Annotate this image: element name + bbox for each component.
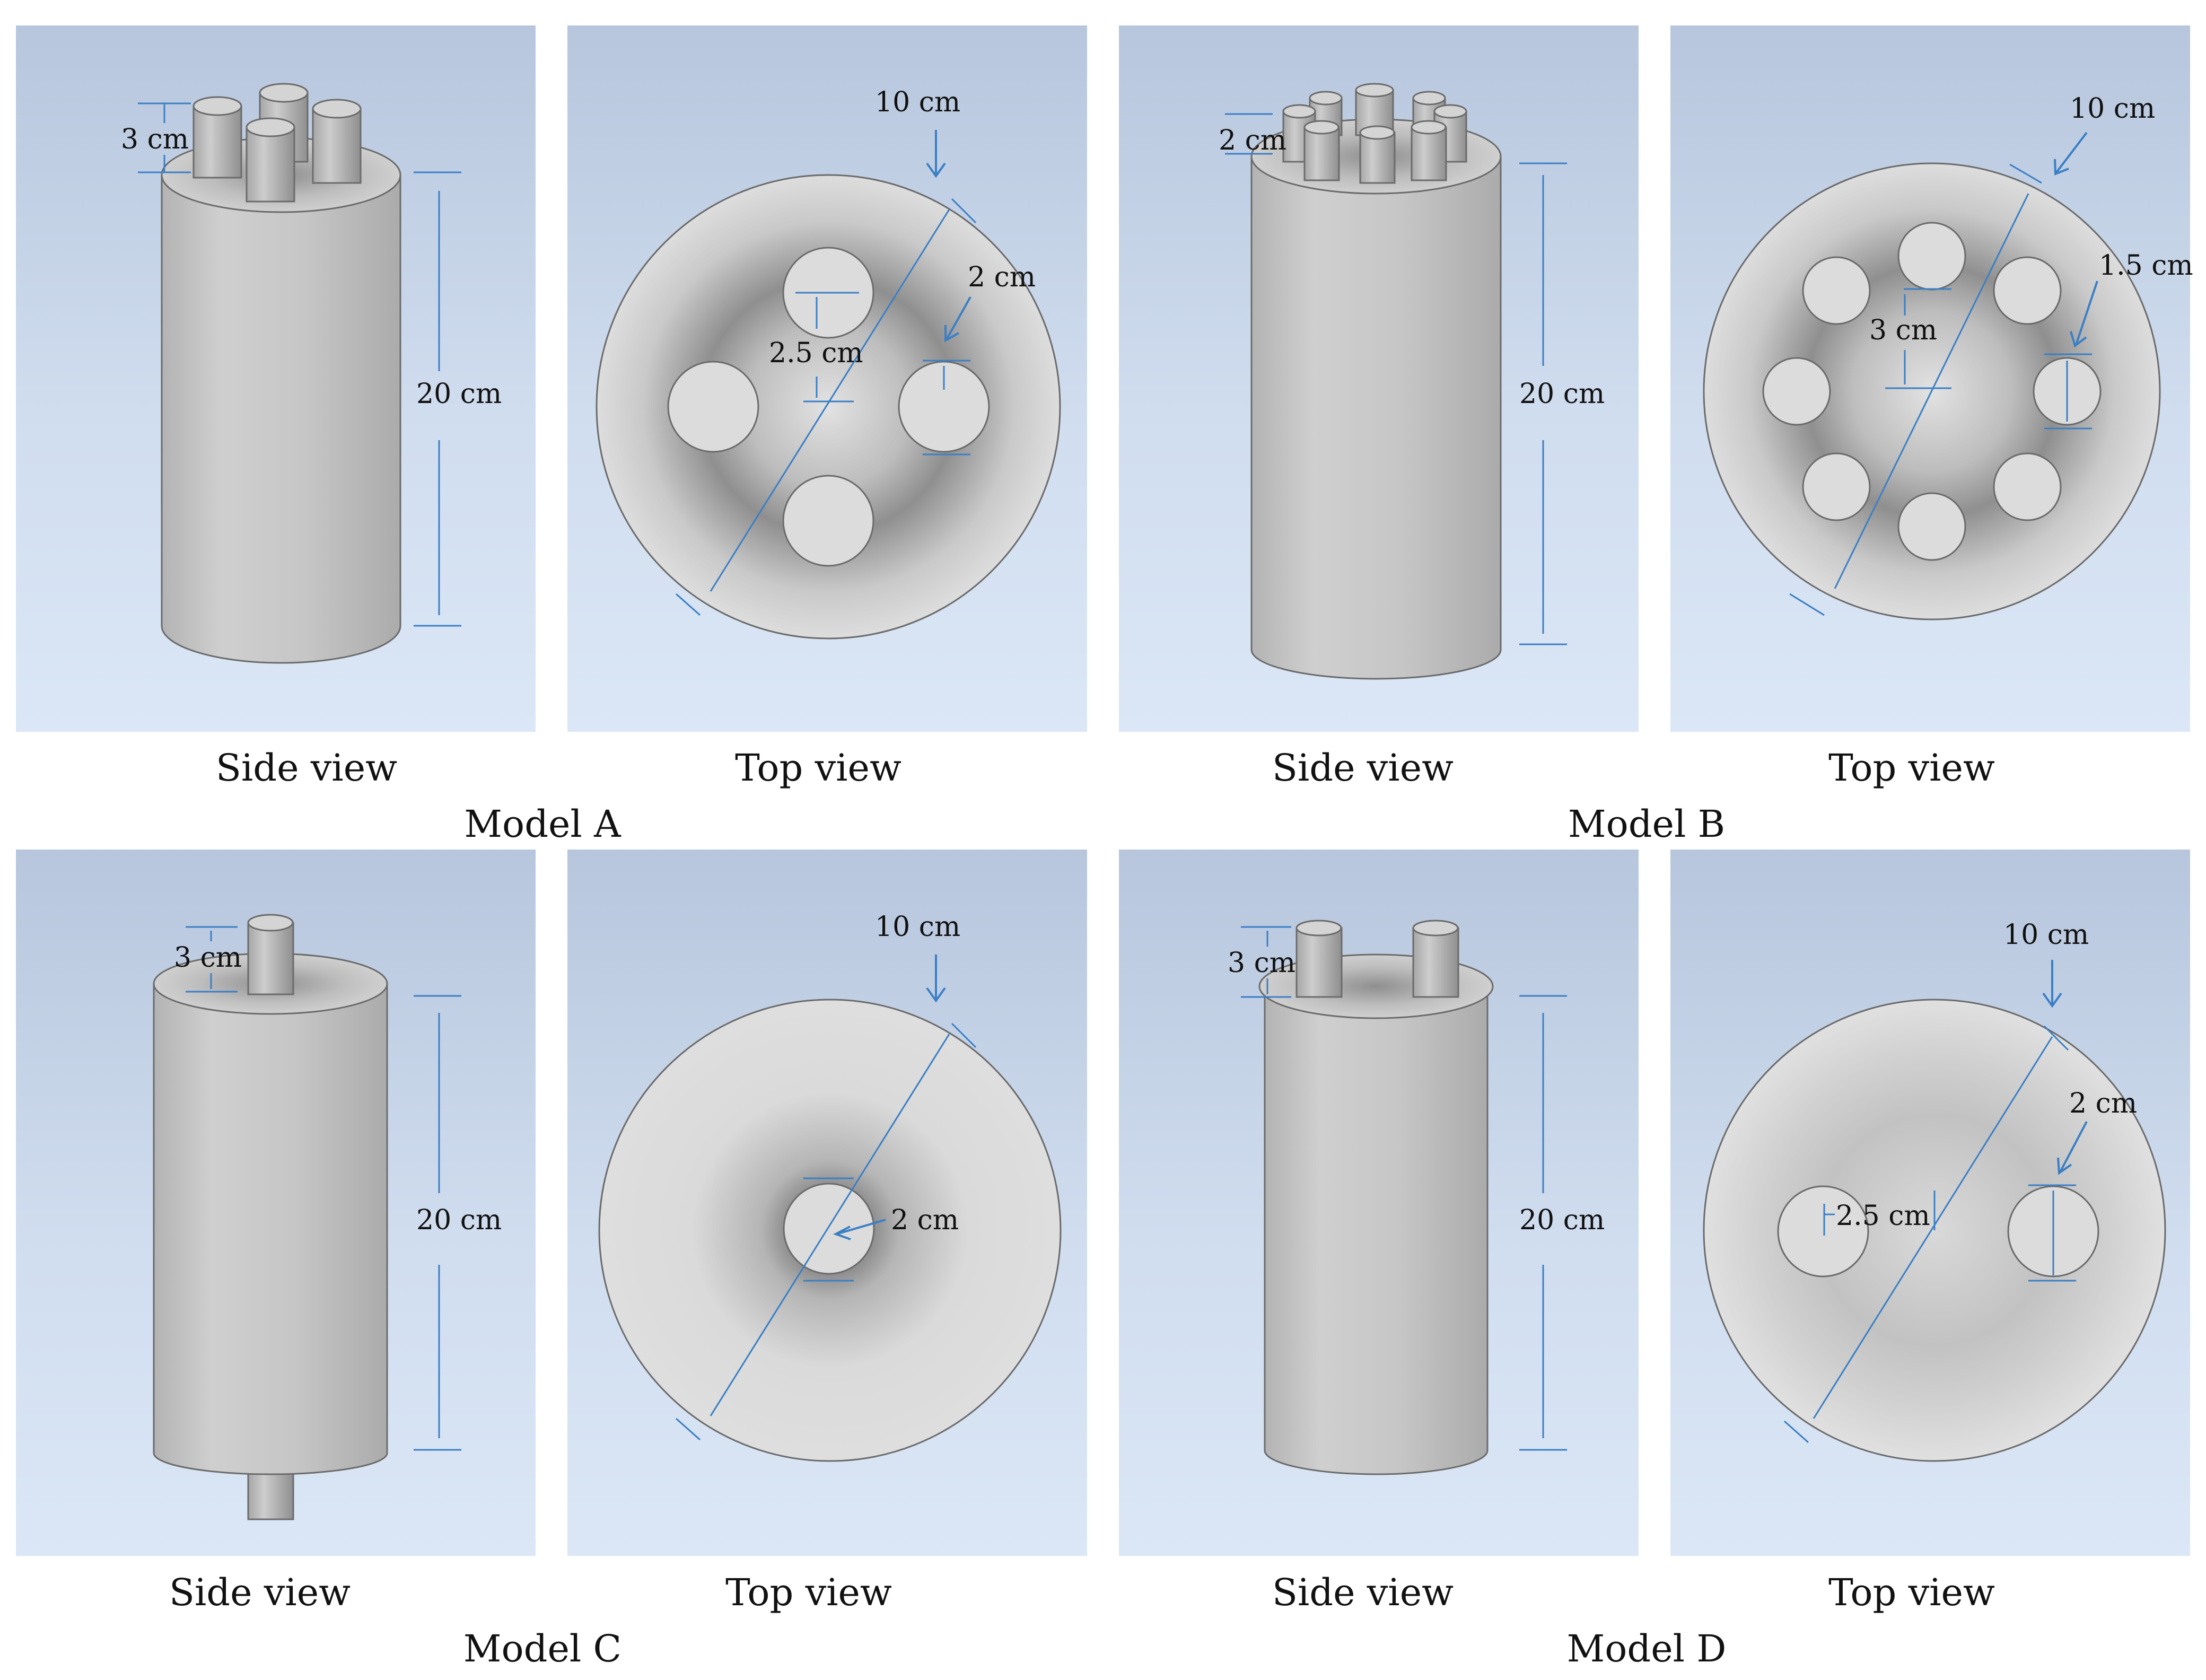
model-a: 3 cm 20 cm 10 cm 2 cm [121, 83, 1061, 846]
model-c-diameter-arrow [926, 955, 946, 1003]
model-b-body-dimension [1519, 162, 1567, 645]
model-a-pipe-dimension [138, 102, 191, 173]
model-a-body-height-label: 20 cm [416, 378, 502, 410]
model-a-inlet-pipes [192, 83, 362, 203]
model-c-pipe-height-label: 3 cm [174, 942, 242, 974]
model-c: 3 cm 20 cm 10 cm 2 cm Side view Top view [153, 911, 1062, 1670]
model-b-side-view: 2 cm 20 cm [1219, 83, 1605, 680]
model-a-body-dimension [414, 171, 461, 627]
model-d-top-view: 10 cm 2 cm 2.5 cm [1703, 919, 2166, 1462]
model-d-hole-diameter-label: 2 cm [2069, 1088, 2137, 1119]
model-d-body [1264, 996, 1489, 1475]
model-d-side-view: 3 cm 20 cm [1228, 920, 1605, 1475]
model-c-body-height-label: 20 cm [416, 1204, 502, 1236]
model-b-hole-diameter-label: 1.5 cm [2099, 250, 2193, 282]
model-a-top-disc [596, 174, 1061, 640]
model-d-pipe-dimension [1241, 926, 1291, 998]
model-a-title: Model A [464, 802, 621, 846]
model-b-radius-label: 3 cm [1869, 314, 1937, 346]
model-c-hole-diameter-label: 2 cm [891, 1204, 959, 1236]
model-c-diameter-line [710, 1034, 950, 1416]
model-c-top-caption: Top view [725, 1571, 892, 1614]
model-b-pipe-height-label: 2 cm [1219, 125, 1286, 156]
model-b-side-caption: Side view [1272, 746, 1454, 790]
model-c-pipe-dimension [186, 926, 238, 993]
model-b-top-view: 10 cm 1.5 cm 3 cm [1703, 93, 2193, 620]
model-b-inlet-pipes [1282, 83, 1467, 184]
model-d-title: Model D [1567, 1627, 1727, 1670]
model-d-side-caption: Side view [1272, 1571, 1454, 1614]
model-d-diameter-label: 10 cm [2003, 919, 2089, 951]
model-d-top-caption: Top view [1828, 1571, 1995, 1614]
model-c-diameter-label: 10 cm [875, 911, 960, 943]
model-c-body-dimension [414, 995, 461, 1451]
model-a-side-caption: Side view [216, 746, 397, 790]
model-a-diameter-line [710, 209, 950, 592]
model-d-pipe-height-label: 3 cm [1228, 947, 1295, 979]
model-b-body-height-label: 20 cm [1519, 378, 1605, 410]
model-a-hole-arrow [944, 296, 971, 343]
model-c-inlet-pipe [247, 914, 294, 995]
model-b-title: Model B [1568, 802, 1725, 846]
model-a-radius-label: 2.5 cm [769, 337, 863, 369]
model-b-pipe-dimension [1225, 113, 1273, 155]
model-d-diameter-line [1813, 1036, 2053, 1419]
model-d-hole-arrow [2057, 1121, 2088, 1175]
model-d-diameter-arrow [2042, 960, 2062, 1008]
model-a-side-view: 3 cm 20 cm [121, 83, 502, 664]
model-b-top-caption: Top view [1828, 746, 1995, 790]
model-b-body [1250, 155, 1502, 680]
model-a-diameter-arrow [926, 130, 946, 178]
model-a-diameter-label: 10 cm [875, 86, 960, 118]
model-a-top-caption: Top view [735, 746, 901, 790]
model-d-radius-label: 2.5 cm [1836, 1200, 1930, 1232]
model-b-diameter-label: 10 cm [2070, 93, 2155, 125]
model-c-body [153, 983, 388, 1475]
model-a-pipe-height-label: 3 cm [121, 124, 189, 155]
model-c-title: Model C [463, 1627, 621, 1670]
model-c-hole [783, 1183, 875, 1275]
model-a-body [161, 174, 401, 664]
model-b-diameter-line [1834, 193, 2029, 589]
model-d-body-height-label: 20 cm [1519, 1204, 1605, 1236]
model-c-top-view: 10 cm 2 cm [598, 911, 1062, 1462]
model-c-side-view: 3 cm 20 cm [153, 914, 502, 1520]
model-d: 3 cm 20 cm 10 cm 2 cm [1228, 919, 2166, 1670]
model-a-holes [667, 247, 990, 567]
model-c-hole-arrow [833, 1219, 886, 1240]
model-b-hole-arrow [2070, 281, 2098, 348]
model-d-body-dimension [1519, 995, 1567, 1451]
model-b-diameter-arrow [2054, 132, 2088, 176]
model-a-hole-diameter-label: 2 cm [968, 261, 1036, 293]
model-a-top-view: 10 cm 2 cm 2.5 cm [596, 86, 1061, 640]
model-d-inlet-pipes [1295, 920, 1459, 998]
model-b: 2 cm 20 cm [1219, 83, 2193, 846]
model-c-side-caption: Side view [169, 1571, 351, 1614]
